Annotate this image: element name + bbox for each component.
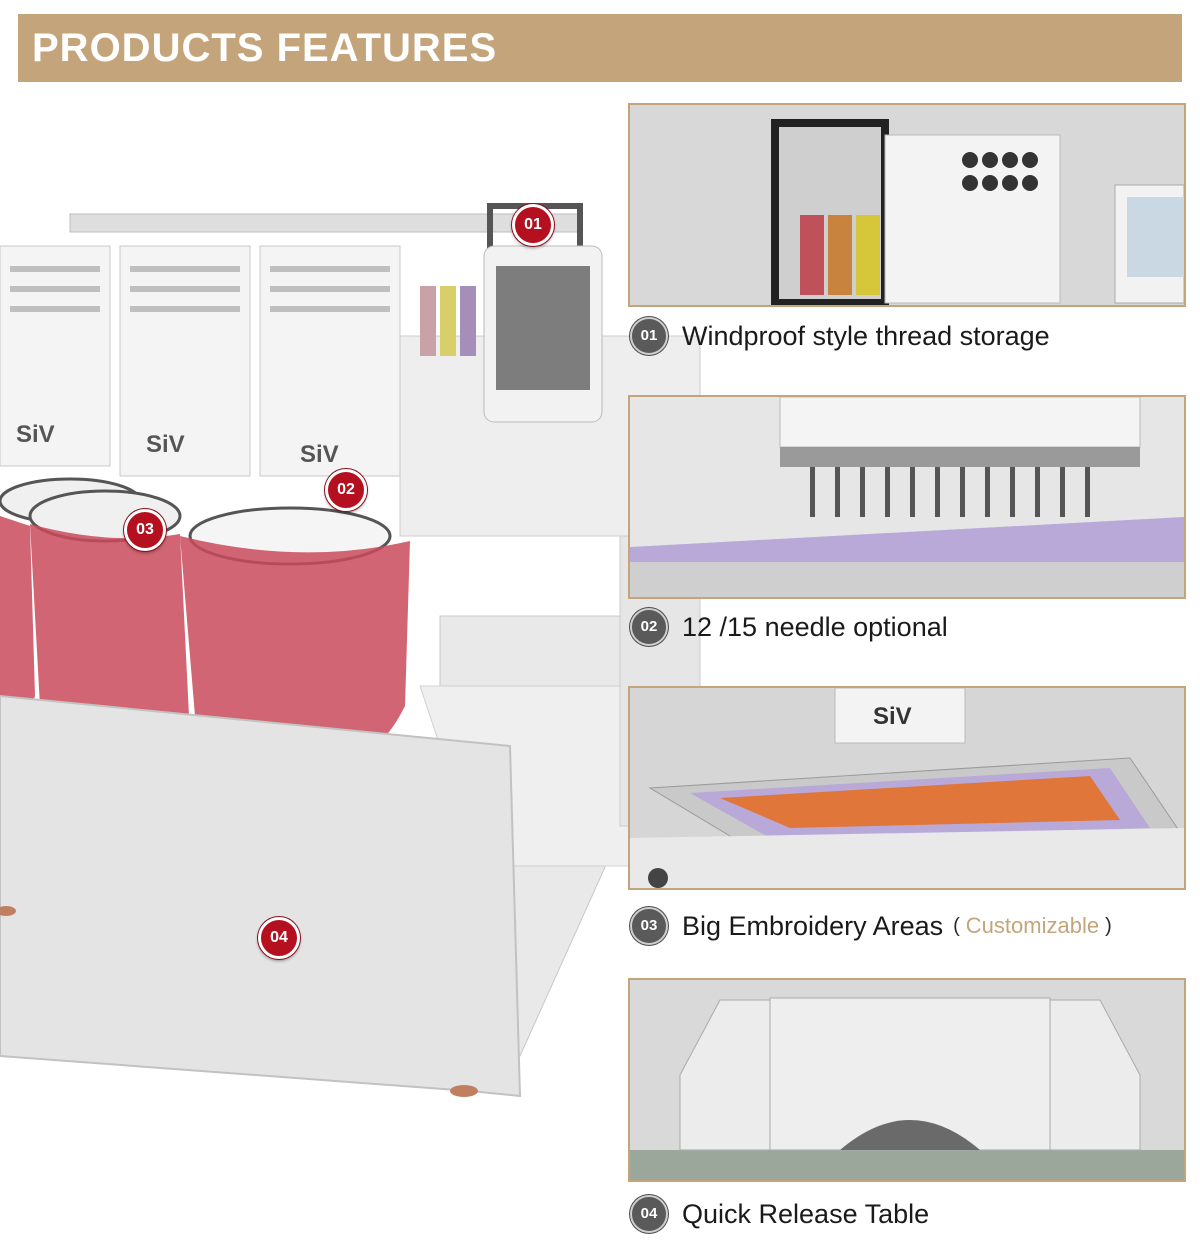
- feature-number-badge: 04: [630, 1195, 668, 1233]
- marker-04: 04: [258, 917, 300, 959]
- feature-label: Big Embroidery Areas: [682, 910, 944, 941]
- brand-logo-panel: SiV: [873, 703, 912, 730]
- feature-label: Windproof style thread storage: [682, 320, 1050, 351]
- feature-caption-02: 02 12 /15 needle optional: [630, 607, 948, 647]
- feature-note: Customizable: [965, 913, 1100, 938]
- feature-paren-open: (: [953, 914, 960, 937]
- feature-paren-close: ): [1105, 914, 1112, 937]
- machine-illustration: SiV SiV SiV 01 02 03 04: [0, 96, 720, 1242]
- feature-number-badge: 01: [630, 317, 668, 355]
- marker-01: 01: [512, 204, 554, 246]
- feature-label: Quick Release Table: [682, 1198, 930, 1229]
- feature-caption-01: 01 Windproof style thread storage: [630, 316, 1050, 356]
- machine-image: SiV SiV SiV: [0, 203, 701, 1098]
- brand-logo-3: SiV: [300, 441, 339, 468]
- feature-number-badge: 03: [630, 907, 668, 945]
- marker-02: 02: [325, 469, 367, 511]
- feature-photo-embroidery-area: SiV: [628, 686, 1186, 890]
- page-title: PRODUCTS FEATURES: [32, 26, 498, 70]
- marker-03: 03: [124, 509, 166, 551]
- feature-number-badge: 02: [630, 608, 668, 646]
- feature-label: 12 /15 needle optional: [682, 611, 948, 642]
- brand-logo-1: SiV: [16, 421, 55, 448]
- feature-photo-quick-release-table: [628, 978, 1186, 1182]
- brand-logo-2: SiV: [146, 431, 185, 458]
- header-band: [18, 14, 1182, 82]
- feature-photo-needles: [628, 395, 1186, 599]
- feature-photo-thread-storage: [628, 103, 1186, 307]
- feature-caption-03: 03 Big Embroidery Areas ( Customizable ): [630, 906, 1112, 946]
- feature-caption-04: 04 Quick Release Table: [630, 1194, 929, 1234]
